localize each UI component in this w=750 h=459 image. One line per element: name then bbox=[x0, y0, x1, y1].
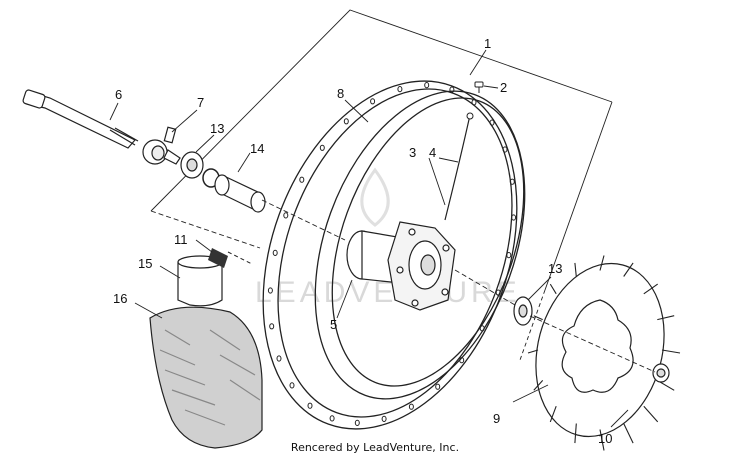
rim-strip-dash bbox=[227, 251, 253, 265]
spoke-hole bbox=[424, 82, 430, 89]
disc-slot bbox=[599, 429, 605, 451]
disc-slot bbox=[574, 423, 577, 444]
spoke-hole bbox=[276, 355, 282, 362]
disc-slot bbox=[623, 423, 634, 444]
callout-6: 6 bbox=[115, 87, 122, 102]
small-spacer bbox=[652, 363, 670, 383]
disc-slot bbox=[527, 349, 539, 354]
spoke bbox=[444, 114, 471, 221]
callout-2: 2 bbox=[500, 80, 507, 95]
spacer bbox=[214, 174, 266, 213]
bearing-right bbox=[513, 296, 533, 326]
callout-1: 1 bbox=[484, 36, 491, 51]
axis-lines bbox=[261, 199, 656, 373]
spoke-hole bbox=[506, 252, 512, 259]
callout-9: 9 bbox=[493, 411, 500, 426]
spoke-hole bbox=[471, 99, 477, 106]
spoke-hole bbox=[449, 86, 455, 93]
callout-13-left: 13 bbox=[210, 121, 224, 136]
brake-disc bbox=[535, 262, 665, 438]
spoke-hole bbox=[269, 323, 275, 330]
spoke-hole bbox=[329, 415, 335, 422]
rim-spoke-holes bbox=[267, 82, 517, 426]
spoke-hole bbox=[459, 357, 465, 364]
spoke-hole bbox=[397, 86, 403, 93]
leader-lines bbox=[109, 49, 629, 428]
spoke-hole bbox=[354, 419, 360, 426]
callout-14: 14 bbox=[250, 141, 264, 156]
disc-slot bbox=[643, 283, 659, 295]
callout-4: 4 bbox=[429, 145, 436, 160]
disc-slot bbox=[599, 255, 605, 271]
disc-slot bbox=[533, 380, 544, 391]
spoke-hole bbox=[408, 403, 414, 410]
bolt bbox=[474, 81, 484, 93]
render-credit: Rencered by LeadVenture, Inc. bbox=[291, 441, 459, 454]
disc-slot bbox=[623, 262, 634, 277]
axle bbox=[22, 89, 139, 149]
callout-13-right: 13 bbox=[548, 261, 562, 276]
spoke-hole bbox=[343, 118, 349, 125]
callout-10: 10 bbox=[598, 431, 612, 446]
disc-slot bbox=[574, 262, 577, 277]
disc-slot bbox=[661, 349, 681, 354]
disc-slot bbox=[549, 406, 557, 423]
spoke-hole bbox=[489, 119, 495, 126]
spoke-hole bbox=[435, 383, 441, 390]
spoke-hole bbox=[509, 178, 515, 185]
spoke-hole bbox=[479, 325, 485, 332]
callout-5: 5 bbox=[330, 317, 337, 332]
tire bbox=[149, 306, 263, 449]
speedometer-drive bbox=[142, 126, 181, 165]
spoke-hole bbox=[370, 98, 376, 105]
callout-3: 3 bbox=[409, 145, 416, 160]
spoke-hole bbox=[307, 402, 313, 409]
spoke-hole bbox=[502, 146, 508, 153]
callouts: 1 2 3 4 5 6 7 8 9 10 11 13 13 14 15 16 bbox=[113, 36, 612, 446]
hub bbox=[346, 221, 456, 311]
spoke-hole bbox=[289, 382, 295, 389]
rim-strip bbox=[208, 248, 228, 268]
disc-slot bbox=[549, 283, 557, 295]
watermark-flame-icon bbox=[360, 167, 390, 227]
bearing-left bbox=[180, 151, 204, 179]
disc-slot bbox=[657, 315, 675, 321]
disc-slot bbox=[643, 405, 659, 423]
callout-8: 8 bbox=[337, 86, 344, 101]
spoke-nipple bbox=[466, 112, 474, 120]
callout-16: 16 bbox=[113, 291, 127, 306]
spoke-hole bbox=[283, 212, 289, 219]
spoke-hole bbox=[267, 287, 273, 294]
wheel-rim bbox=[262, 80, 526, 430]
spoke-hole bbox=[511, 214, 517, 221]
spoke-hole bbox=[381, 415, 387, 422]
callout-11: 11 bbox=[174, 232, 188, 247]
callout-15: 15 bbox=[138, 256, 152, 271]
spoke-hole bbox=[319, 144, 325, 151]
spoke-hole bbox=[272, 249, 278, 256]
assembly-outline bbox=[150, 9, 613, 361]
spoke-hole bbox=[299, 176, 305, 183]
callout-7: 7 bbox=[197, 95, 204, 110]
disc-slot bbox=[533, 315, 543, 321]
